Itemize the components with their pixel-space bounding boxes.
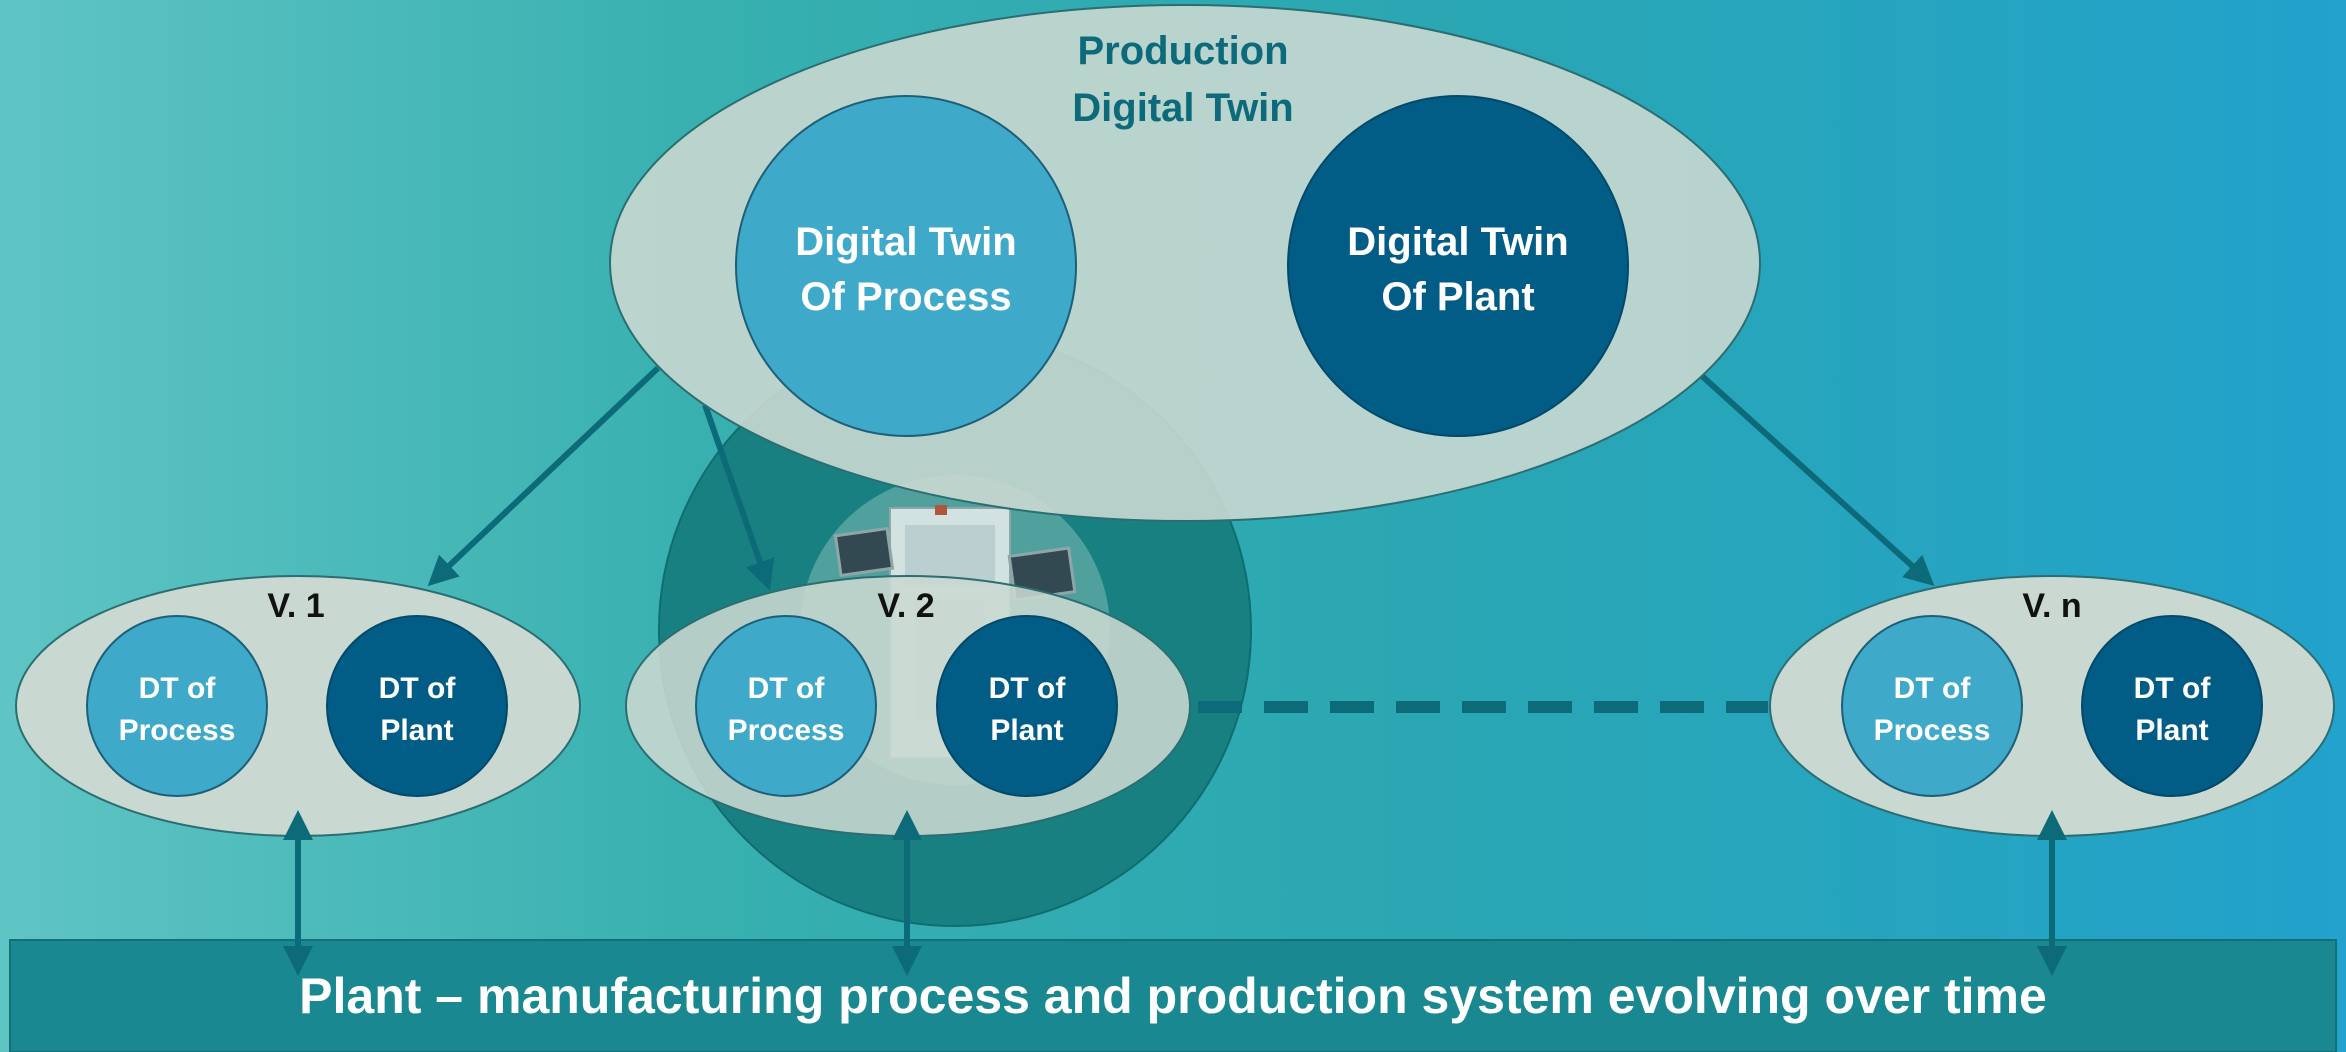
dt-process-circle [695, 615, 877, 797]
digital-twin-process-circle [735, 95, 1077, 437]
production-digital-twin: Production Digital Twin Digital Twin Of … [609, 4, 1761, 522]
version-label: V. n [2022, 587, 2081, 625]
dt-process-line2: Process [1874, 714, 1991, 747]
dt-plant-circle [936, 615, 1118, 797]
dt-plant-line1: DT of [989, 672, 1067, 705]
arrow-to-vn [1699, 373, 1935, 587]
arrow-to-v2 [702, 404, 775, 591]
plant-banner: Plant – manufacturing process and produc… [9, 939, 2337, 1052]
digital-twin-plant-circle [1287, 95, 1629, 437]
dt-process-line1: DT of [748, 672, 826, 705]
dt-process-line1: DT of [1894, 672, 1972, 705]
dt-plant-line2: Plant [380, 714, 453, 747]
version-label: V. 2 [877, 587, 934, 625]
dt-plant-line2: Plant [990, 714, 1063, 747]
digital-twin-process-line1: Digital Twin [795, 220, 1016, 264]
version-v2: V. 2 DT of Process DT of Plant [625, 575, 1191, 837]
digital-twin-plant-line1: Digital Twin [1347, 220, 1568, 264]
digital-twin-plant-line2: Of Plant [1381, 275, 1534, 319]
arrow-to-v1 [427, 365, 661, 587]
dt-plant-circle [2081, 615, 2263, 797]
dt-process-line1: DT of [139, 672, 217, 705]
digital-twin-process-line2: Of Process [800, 275, 1011, 319]
plant-banner-text: Plant – manufacturing process and produc… [299, 968, 2047, 1024]
production-title-line2: Digital Twin [1072, 86, 1293, 130]
version-label: V. 1 [267, 587, 324, 625]
dt-plant-circle [326, 615, 508, 797]
dt-plant-line1: DT of [2134, 672, 2212, 705]
plant-banner-box [9, 939, 2337, 1052]
dt-process-line2: Process [119, 714, 236, 747]
version-vn: V. n DT of Process DT of Plant [1769, 575, 2335, 837]
dt-plant-line2: Plant [2135, 714, 2208, 747]
dt-plant-line1: DT of [379, 672, 457, 705]
production-title-line1: Production [1077, 29, 1288, 73]
dt-process-line2: Process [728, 714, 845, 747]
version-v1: V. 1 DT of Process DT of Plant [15, 575, 581, 837]
dt-process-circle [1841, 615, 2023, 797]
dt-process-circle [86, 615, 268, 797]
